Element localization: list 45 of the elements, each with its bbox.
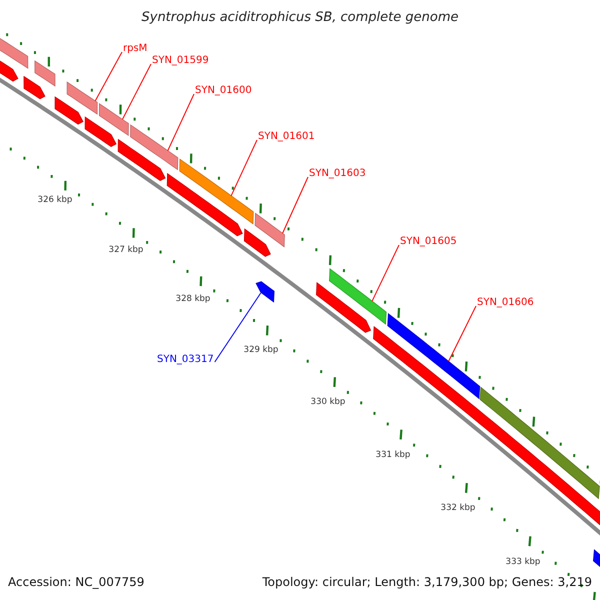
gene-segment: [118, 138, 166, 181]
gene-label: SYN_01600: [195, 85, 252, 97]
gene-segment: [316, 282, 372, 333]
scale-label: 326 kbp: [38, 194, 72, 206]
gene-label: SYN_01606: [477, 297, 534, 309]
scale-label: 331 kbp: [376, 450, 410, 460]
gene-bar: [254, 212, 285, 248]
leader-line: [282, 176, 308, 234]
scale-label: 328 kbp: [176, 294, 210, 304]
gene-bar: [130, 124, 178, 170]
gene-bar: [329, 268, 387, 325]
gene-bar: [98, 103, 129, 136]
gene-label: SYN_01599: [152, 55, 209, 67]
leader-line: [167, 94, 194, 152]
scale-label: 332 kbp: [440, 502, 476, 514]
leader-line: [230, 140, 258, 196]
scale-label: 333 kbp: [506, 556, 540, 568]
gene-label: SYN_01603: [309, 168, 366, 180]
gene-segment: [244, 228, 271, 257]
gene-bar: [34, 60, 56, 87]
accession-text: Accession: NC_007759: [8, 574, 144, 590]
gene-segment: [0, 59, 18, 82]
gene-segment: [256, 281, 274, 303]
genome-summary-text: Topology: circular; Length: 3,179,300 bp; Genes: 3,219: [262, 574, 592, 590]
leader-line: [448, 306, 476, 362]
scale-label: 330 kbp: [310, 396, 346, 408]
leader-line: [122, 64, 152, 120]
scale-label: 329 kbp: [244, 344, 278, 356]
gene-label: SYN_01601: [258, 131, 315, 143]
gene-bar: [179, 158, 254, 224]
gene-bar: [66, 81, 98, 115]
gene-segment: [54, 96, 84, 125]
gene-bar: [0, 35, 28, 69]
leader-line: [214, 292, 262, 362]
gene-label: rpsM: [123, 43, 148, 55]
gene-bar: [387, 312, 480, 400]
gene-segment: [84, 116, 117, 147]
gene-segment: [24, 76, 46, 100]
gene-bar: [480, 386, 600, 500]
gene-label: SYN_03317: [157, 354, 214, 366]
gene-segment: [166, 172, 243, 236]
scale-label: 327 kbp: [108, 244, 144, 256]
gene-label: SYN_01605: [400, 236, 457, 248]
leader-line: [372, 244, 400, 302]
title: Syntrophus aciditrophicus SB, complete genome: [142, 10, 458, 26]
